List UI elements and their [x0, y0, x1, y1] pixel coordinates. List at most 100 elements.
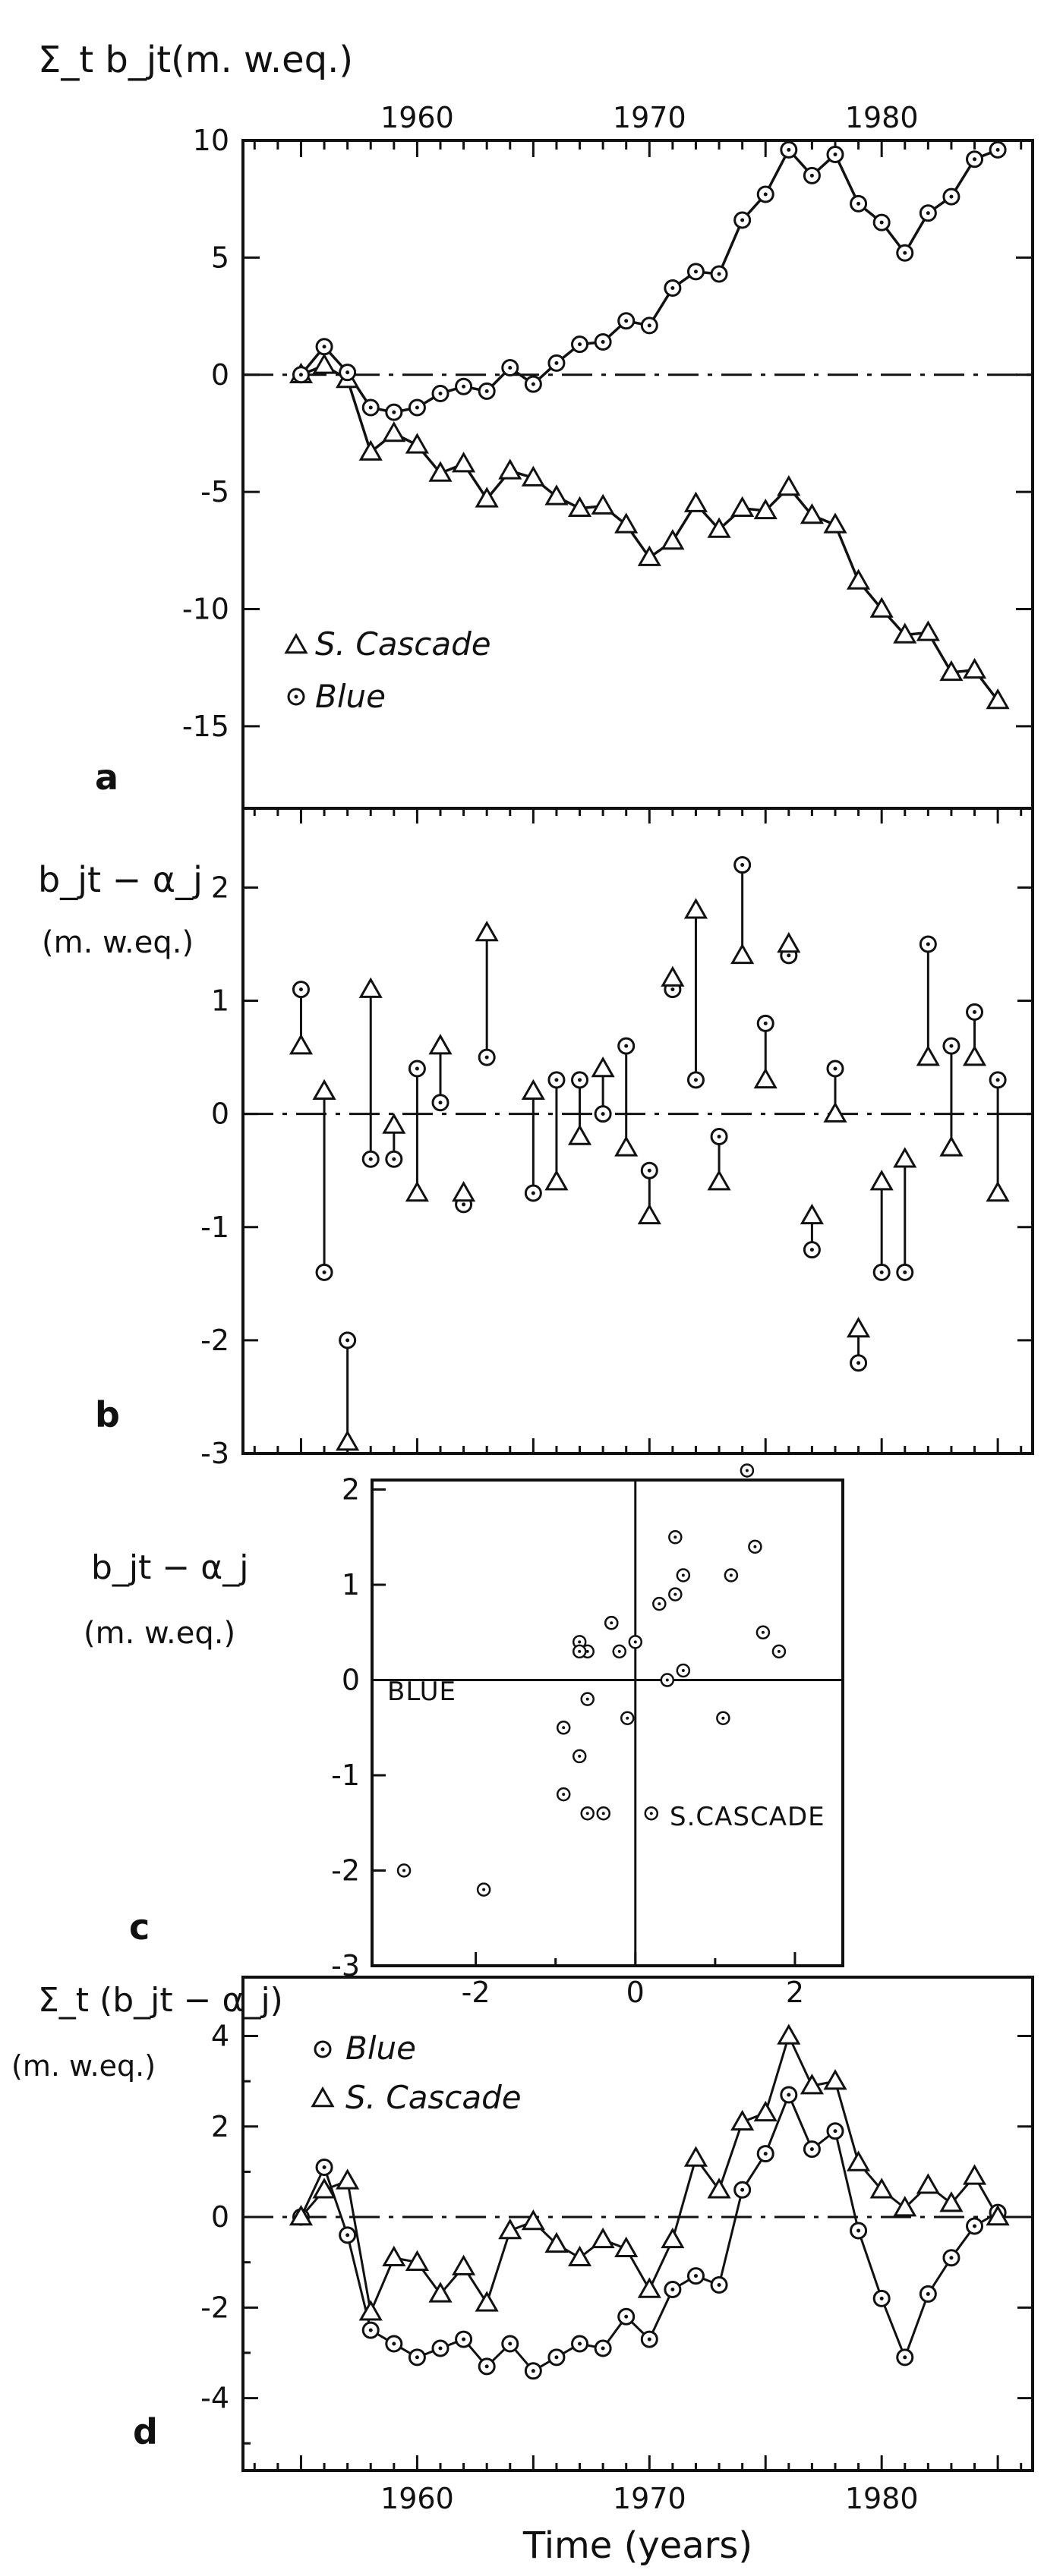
data-point-triangle: [428, 2282, 453, 2303]
data-point-triangle: [498, 458, 522, 480]
panel-b-ytick-labels: 210-1-2-3: [200, 871, 229, 1470]
data-point-circle-center: [531, 382, 535, 386]
y-tick-label: -1: [200, 1211, 229, 1244]
data-point-triangle: [521, 465, 545, 487]
data-point-triangle: [777, 2023, 801, 2045]
data-point-triangle: [428, 461, 453, 482]
data-point-circle-center: [345, 1338, 350, 1343]
data-point-circle-center: [879, 2296, 884, 2300]
x-tick-label: 2: [786, 1976, 804, 2009]
data-point-circle-center: [462, 384, 466, 389]
data-point-circle-center: [740, 218, 745, 222]
data-point-circle-center: [415, 1066, 419, 1071]
data-point-circle-center: [624, 1044, 629, 1048]
data-point-circle-center: [693, 1078, 698, 1082]
data-point-circle-center: [763, 192, 768, 197]
panel-a-series: [289, 140, 1010, 710]
x-tick-label: -2: [462, 1976, 490, 2009]
data-point-triangle: [637, 2277, 661, 2298]
panel-c-ticks: [372, 1488, 796, 1967]
data-point-circle-center: [647, 1168, 651, 1173]
data-point-circle-center: [554, 1078, 559, 1082]
data-point-circle-center: [624, 2314, 629, 2319]
panel-c-letter: c: [129, 1907, 150, 1948]
data-point-circle-center: [926, 2291, 930, 2296]
y-tick-label: -10: [182, 593, 229, 626]
scatter-point-center: [681, 1573, 685, 1577]
data-point-triangle: [730, 496, 755, 518]
data-point-circle-center: [903, 2355, 907, 2360]
data-point-triangle: [452, 1180, 476, 1202]
data-point-circle-center: [926, 211, 930, 216]
data-point-circle-center: [926, 942, 930, 946]
data-point-triangle: [567, 496, 592, 518]
panel-b-ylabel-line1: b_jt − α_j: [38, 859, 203, 900]
data-point-triangle: [661, 528, 685, 550]
data-point-triangle: [289, 1034, 314, 1055]
panel-d-xlabel: Time (years): [522, 2524, 752, 2567]
data-point-circle-center: [763, 2152, 768, 2156]
data-point-triangle: [777, 474, 801, 496]
data-point-triangle: [312, 2178, 336, 2199]
data-point-circle-center: [809, 173, 814, 178]
data-point-circle-center: [578, 2341, 582, 2346]
panel-d-series: [289, 2023, 1010, 2380]
data-point-triangle: [358, 977, 383, 998]
data-point-circle-center: [484, 1055, 489, 1060]
data-point-circle-center: [368, 405, 373, 410]
data-point-circle-center: [508, 2341, 513, 2346]
panel-d: Σ_t (b_jt − α_j) (m. w.eq.) 420-2-4 1960…: [11, 1976, 1034, 2567]
y-tick-label: 10: [193, 124, 229, 157]
data-point-triangle: [336, 1430, 360, 1451]
data-point-triangle: [753, 498, 778, 520]
data-point-triangle: [358, 439, 383, 461]
panel-b-ylabel-line2: (m. w.eq.): [42, 925, 194, 960]
data-point-triangle: [382, 1113, 406, 1134]
data-point-triangle: [986, 2205, 1010, 2226]
scatter-point-center: [578, 1640, 582, 1644]
data-point-triangle: [405, 1180, 429, 1202]
legend-marker-center: [320, 2047, 325, 2052]
data-point-circle-center: [879, 1270, 884, 1274]
data-point-circle-center: [438, 2346, 443, 2351]
data-point-triangle: [939, 660, 964, 682]
panel-b-letter: b: [95, 1394, 120, 1435]
data-point-triangle: [289, 2205, 314, 2226]
data-point-circle-center: [438, 391, 443, 395]
data-point-triangle: [823, 2069, 847, 2090]
data-point-circle-center: [392, 2341, 396, 2346]
data-point-triangle: [730, 2109, 755, 2131]
data-point-triangle: [707, 2178, 731, 2199]
scatter-point-center: [721, 1716, 725, 1720]
data-point-circle-center: [740, 2187, 745, 2192]
y-tick-label: 0: [211, 2200, 229, 2234]
legend-label-blue: Blue: [345, 2030, 416, 2067]
data-point-circle-center: [949, 1044, 954, 1048]
data-point-triangle: [847, 1316, 871, 1338]
data-point-circle-center: [438, 1101, 443, 1105]
data-point-circle-center: [554, 2355, 559, 2360]
scatter-point-center: [673, 1535, 677, 1539]
data-point-circle-center: [322, 2165, 326, 2169]
scatter-point-center: [626, 1716, 629, 1720]
data-point-circle-center: [345, 2233, 350, 2237]
data-point-triangle: [661, 965, 685, 987]
panel-d-frame: [241, 1976, 1034, 2472]
scatter-point-center: [585, 1697, 589, 1701]
data-point-triangle: [382, 420, 406, 442]
scatter-point-center: [562, 1726, 566, 1730]
panel-d-legend: Blue S. Cascade: [311, 2030, 522, 2116]
data-point-triangle: [521, 2209, 545, 2231]
data-point-circle-center: [949, 2256, 954, 2260]
panel-c-frame: [371, 1479, 844, 1967]
scatter-point-center: [482, 1888, 486, 1891]
y-tick-label: 0: [342, 1664, 360, 1697]
scatter-point-center: [562, 1793, 566, 1797]
data-point-triangle: [847, 568, 871, 590]
data-point-triangle: [683, 2146, 708, 2167]
data-point-triangle: [800, 1203, 824, 1225]
